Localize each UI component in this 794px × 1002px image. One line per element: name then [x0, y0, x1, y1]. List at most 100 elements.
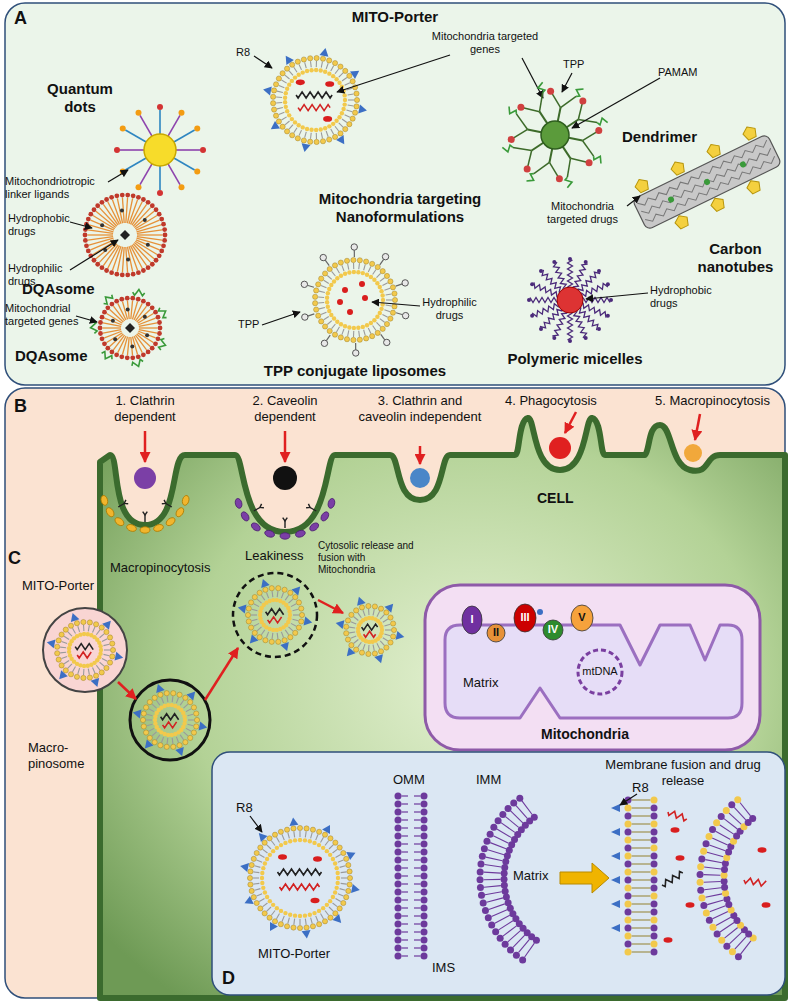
lipid-head	[252, 630, 257, 635]
cargo-particle	[410, 468, 430, 488]
targeted-drug	[709, 195, 727, 212]
cargo-particle	[684, 444, 702, 462]
lipid-tail	[277, 108, 283, 109]
lipid-tail	[263, 903, 268, 907]
lipid-head	[372, 604, 377, 609]
r8-peptide	[351, 884, 360, 893]
part-label: R8	[236, 800, 260, 816]
lipid-tail	[358, 263, 360, 269]
dqa-chain	[103, 330, 121, 333]
lipid-tail	[353, 331, 354, 337]
dqa-chain	[131, 301, 133, 319]
lipid-head	[339, 274, 343, 278]
lipid-head	[284, 129, 289, 134]
lipid-head	[297, 925, 302, 930]
linker-ligand	[140, 164, 152, 185]
tpp-group	[320, 254, 326, 260]
lipid-head	[288, 635, 293, 640]
lipid-head	[332, 61, 337, 66]
lipid-tail	[351, 622, 357, 624]
lipid-head	[421, 801, 428, 808]
lipid-head	[728, 801, 735, 808]
lipid-tail	[519, 939, 530, 952]
lipid-tail	[321, 837, 324, 842]
lipid-head	[421, 897, 428, 904]
lipid-tail	[83, 625, 84, 631]
lipid-tail	[503, 926, 517, 936]
mitochondrion: IIIIIIIVVMatrixmtDNAMitochondria	[425, 585, 760, 750]
clathrin-coat	[113, 516, 125, 527]
polymer-end	[606, 314, 610, 318]
lipid-head	[251, 856, 256, 861]
lipid-head	[310, 924, 315, 929]
polymer-end	[597, 327, 601, 331]
lipid-tail	[384, 310, 390, 312]
lipid-head	[698, 855, 705, 862]
lipid-tail	[267, 907, 271, 911]
dqa-head	[102, 310, 107, 315]
lipid-tail	[414, 915, 421, 916]
lipid-head	[288, 590, 293, 595]
lipid-head	[188, 735, 193, 740]
drug-molecule	[762, 902, 771, 908]
lipid-tail	[485, 892, 502, 895]
lipid-tail	[339, 73, 343, 77]
respiratory-complex	[571, 605, 593, 631]
lipid-tail	[332, 324, 336, 329]
lipid-head	[388, 279, 393, 284]
lipid-head	[317, 922, 322, 927]
lipid-tail	[253, 877, 259, 878]
part-label: R8	[632, 780, 656, 796]
dqa-head	[105, 305, 110, 310]
lipid-head	[700, 902, 707, 909]
hydrophobic-drug	[130, 344, 134, 348]
polymer-chain	[581, 284, 608, 297]
lipid-tail	[254, 623, 259, 626]
dqa-head	[88, 212, 93, 217]
formulation-name: Polymeric micelles	[500, 350, 650, 368]
lipid-tail	[373, 645, 374, 651]
tpp-group	[353, 350, 359, 356]
lipid-head	[284, 91, 288, 95]
polymer-chain	[542, 270, 560, 293]
r8-peptide	[347, 647, 356, 656]
lipid-tail	[183, 732, 187, 736]
lipid-tail	[353, 263, 354, 269]
complex-label: V	[570, 611, 594, 624]
dna-strand	[266, 609, 284, 615]
lipid-head	[501, 882, 508, 889]
lipid-head	[651, 797, 658, 804]
hydrophobic-drug	[100, 223, 104, 227]
ligand-end	[136, 184, 142, 190]
lipid-tail	[83, 669, 84, 675]
lipid-tail	[180, 735, 183, 740]
lipid-tail	[720, 825, 734, 834]
dqa-head	[100, 336, 105, 341]
lipid-tail	[93, 627, 95, 633]
lipid-tail	[492, 910, 508, 917]
dendrimer-branch	[567, 158, 570, 177]
lipid-head	[177, 743, 182, 748]
panel-b	[5, 388, 785, 998]
r8-peptide	[396, 631, 405, 640]
lipid-tail	[348, 99, 354, 100]
lipid-head	[107, 635, 112, 640]
lipid-head	[280, 71, 285, 76]
lipid-head	[510, 800, 517, 807]
region-label: Matrix	[463, 675, 513, 691]
lipid-head	[492, 928, 499, 935]
lipid-head	[183, 695, 188, 700]
lipid-tail	[705, 894, 722, 897]
dqa-head	[154, 258, 159, 263]
cargo-particle	[134, 467, 156, 489]
lipid-tail	[266, 593, 268, 599]
lipid-tail	[632, 863, 651, 864]
lipid-tail	[78, 626, 80, 632]
lipid-head	[651, 829, 658, 836]
lipid-tail	[321, 62, 322, 68]
lipid-tail	[710, 906, 726, 912]
complex-label: IV	[541, 623, 565, 636]
lipid-tail	[632, 871, 651, 872]
lipid-head	[375, 315, 379, 319]
lipid-head	[305, 127, 309, 131]
